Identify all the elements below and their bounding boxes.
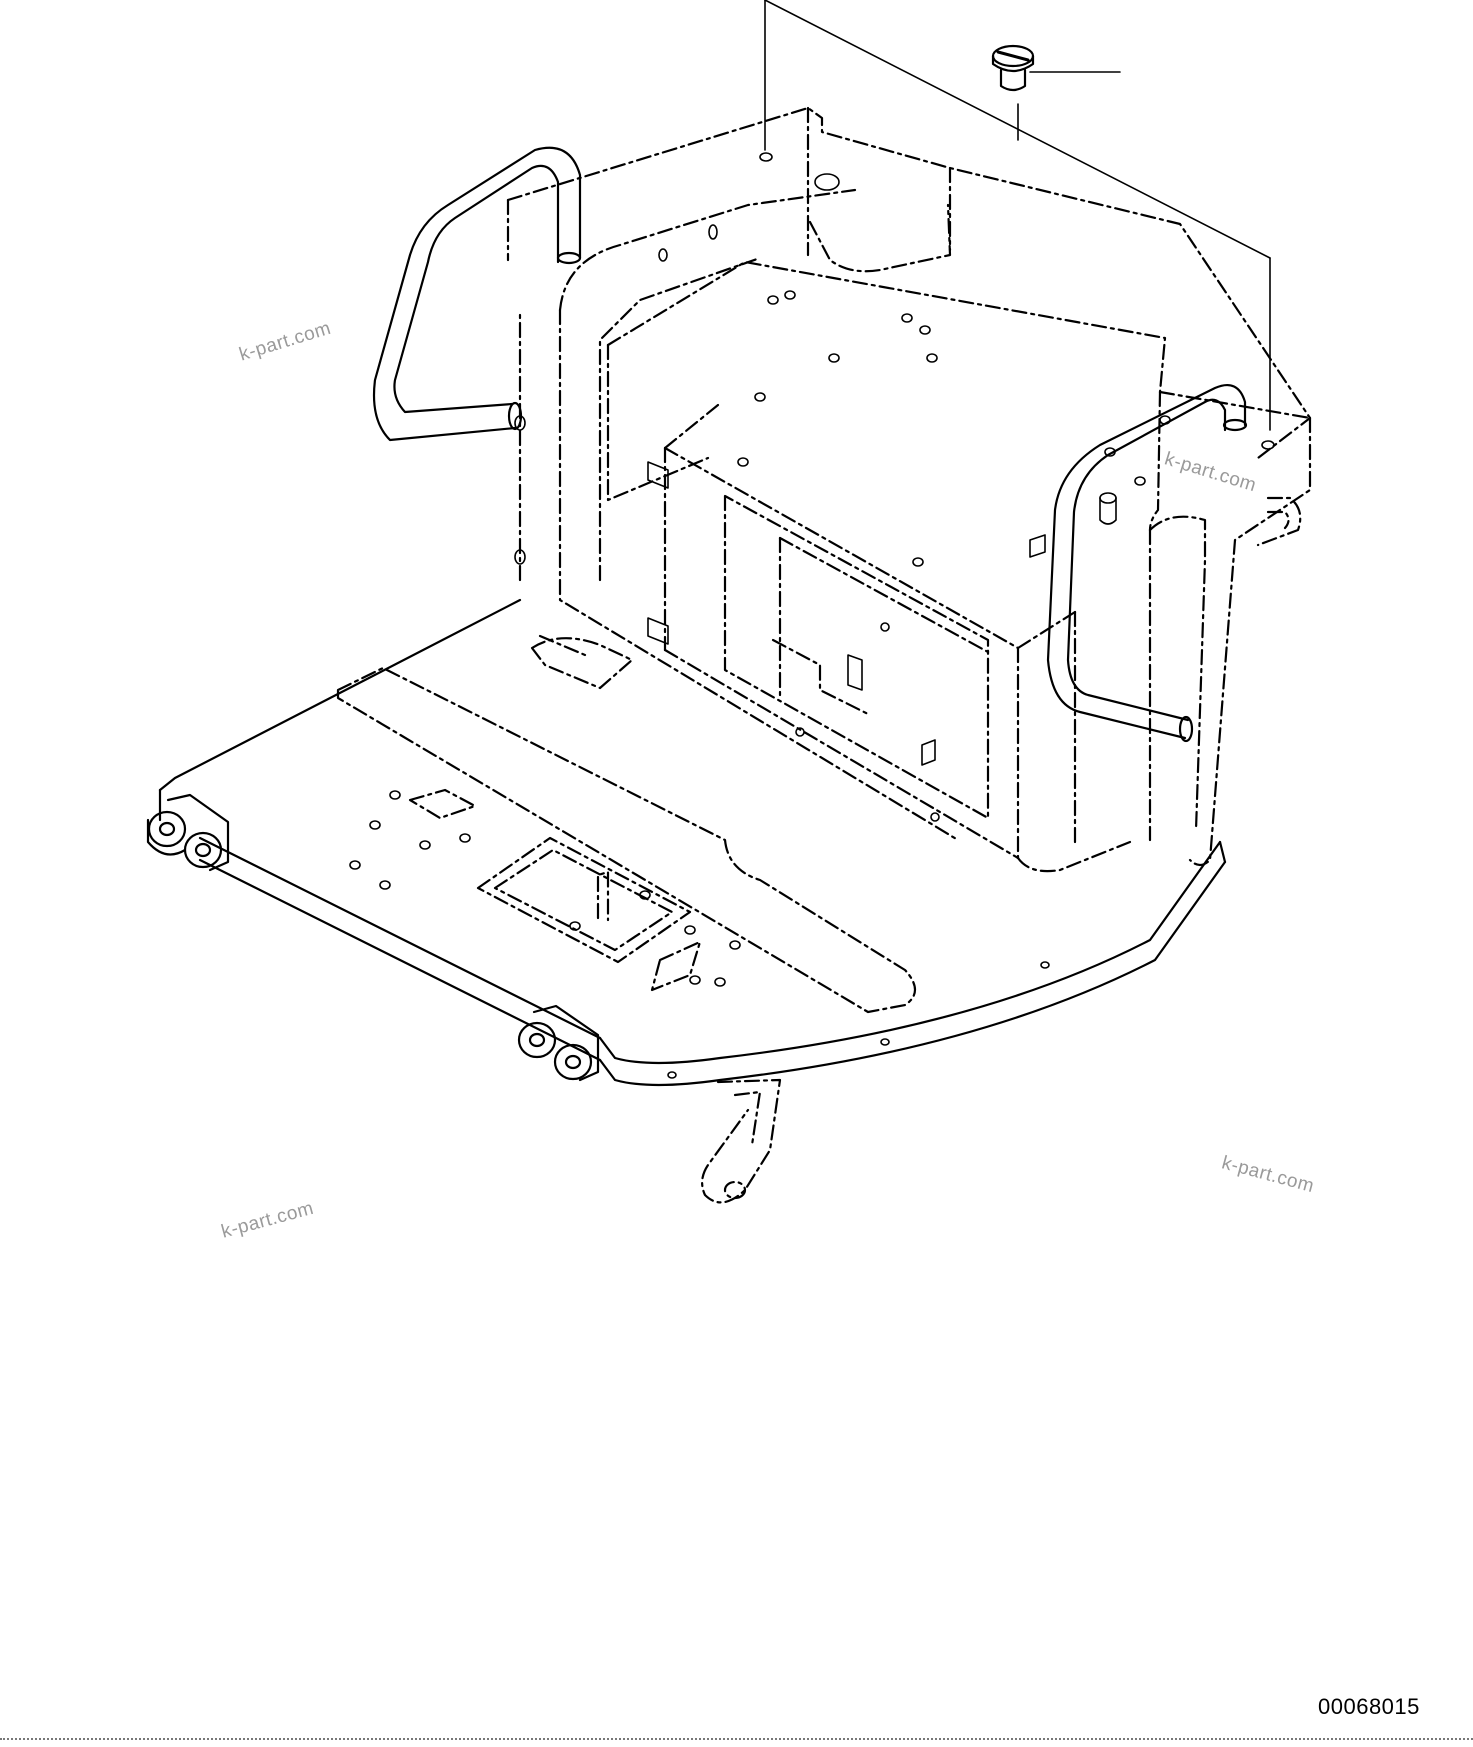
lower-link [701, 1078, 782, 1204]
rear-panel [506, 106, 1312, 842]
bottom-border [0, 1738, 1473, 1740]
leader-lines [764, 0, 1271, 431]
front-hinges [146, 793, 600, 1082]
floor-mat [336, 634, 917, 1014]
floor-plate [158, 598, 1227, 1087]
box-opening [723, 494, 990, 820]
box-tabs [647, 461, 1046, 766]
right-handrail [1046, 384, 1248, 743]
bolt-part [991, 44, 1035, 92]
mounting-holes [349, 152, 1275, 1079]
inspection-plate [408, 788, 702, 992]
drawing-number: 00068015 [1318, 1694, 1420, 1719]
left-handrail [372, 146, 582, 442]
seat-box [606, 106, 1167, 873]
